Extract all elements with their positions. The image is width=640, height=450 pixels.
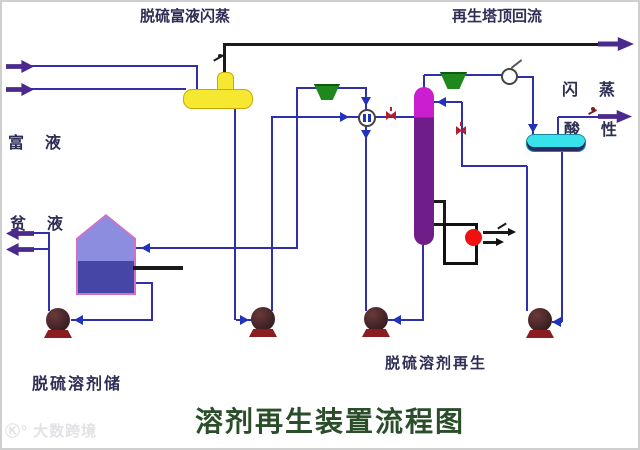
label-flash: 闪 蒸 xyxy=(562,82,619,99)
steam-arrow-1 xyxy=(508,228,516,236)
pipe-tank-inlet xyxy=(133,247,298,249)
pipe-rich-in-1-drop xyxy=(196,65,198,91)
pump-1 xyxy=(46,308,70,332)
reflux-valve xyxy=(456,126,466,135)
pipe-to-refluxdrum xyxy=(532,76,534,136)
pipe-pump2-discharge xyxy=(271,117,273,311)
flow-arrow-refluxdrum-in xyxy=(528,124,538,133)
pipe-pump4-discharge xyxy=(526,166,528,311)
label-rich-liquid: 富 液 xyxy=(8,135,65,152)
pipe-acid-out xyxy=(558,116,600,118)
reboiler-stub-mid xyxy=(433,223,445,226)
pipe-rich-in-1 xyxy=(30,65,198,67)
pump-4 xyxy=(528,308,552,332)
pipe-lean-out-2 xyxy=(32,248,50,250)
reflux-valve-stem xyxy=(460,122,462,126)
pipe-reflux-h xyxy=(461,165,527,167)
feed-valve-stem xyxy=(390,107,392,111)
flow-arrow-reflux-in xyxy=(437,97,446,107)
watermark: Ⓚ° 大数跨境 xyxy=(5,423,98,440)
regenerator-column xyxy=(414,87,434,245)
flow-arrow-pump1-in xyxy=(74,315,83,325)
reboiler-heater-circle xyxy=(465,229,482,246)
flash-drum xyxy=(183,89,253,109)
flow-arrow-exchanger-top xyxy=(361,97,371,106)
pipe-pump3-suction xyxy=(388,319,424,321)
flow-arrow-exchanger-bottom xyxy=(361,130,371,139)
exchanger-bar-left xyxy=(363,114,366,122)
pipe-pump1-discharge xyxy=(48,233,50,311)
pipe-tank-outlet-drop xyxy=(151,282,153,321)
pipe-overhead-2 xyxy=(517,76,533,78)
pump-3 xyxy=(364,307,388,331)
label-storage-tank: 脱硫溶剂储 xyxy=(32,376,123,393)
flow-arrow-pump2-in xyxy=(240,315,249,325)
vent-valve-dot xyxy=(218,54,222,58)
pipe-lean-out-1 xyxy=(32,232,50,234)
steam-arrow-2 xyxy=(496,238,504,246)
rich-in-arrow-2 xyxy=(6,83,34,96)
pipe-rich-in-2 xyxy=(30,88,186,90)
pipe-exchanger-to-pump3 xyxy=(365,126,367,311)
pump-1-base xyxy=(44,330,72,338)
pipe-acid-riser xyxy=(557,117,559,137)
pipe-pump1-suction xyxy=(71,319,152,321)
label-top-left: 脱硫富液闪蒸 xyxy=(140,8,231,25)
diagram-title: 溶剂再生装置流程图 xyxy=(194,407,465,438)
steam-line-1 xyxy=(483,231,509,234)
pipe-column-overhead-riser xyxy=(423,75,425,90)
pipe-flash-vapor-riser xyxy=(223,46,226,74)
pipe-reflux-to-column xyxy=(434,101,462,103)
cooler-funnel-1 xyxy=(314,84,340,100)
pipe-reflux-v xyxy=(461,102,463,166)
rich-in-arrow-1 xyxy=(6,60,34,73)
reflux-drum xyxy=(526,134,586,152)
cooler-funnel-2 xyxy=(440,72,467,89)
label-lean-liquid: 贫 液 xyxy=(10,216,67,233)
instrument-flag xyxy=(510,59,523,69)
pipe-refluxdrum-to-pump4 xyxy=(561,148,563,322)
storage-tank-liquid xyxy=(78,261,134,293)
overhead-instrument xyxy=(501,68,518,85)
lean-out-arrow-2 xyxy=(6,243,34,256)
acid-valve-dot xyxy=(591,107,595,111)
feed-valve xyxy=(386,111,396,120)
pipe-tank-outlet xyxy=(133,282,153,284)
pump-3-base xyxy=(362,329,390,337)
pump-4-base xyxy=(526,330,554,338)
reboiler-stub-top xyxy=(433,200,446,203)
steam-line-2 xyxy=(483,241,497,244)
reboiler-stub-drop xyxy=(443,200,446,226)
flow-arrow-tank-in xyxy=(141,243,150,253)
pipe-lean-down xyxy=(296,87,298,249)
flash-vapor-arrow xyxy=(598,37,634,51)
pump-2 xyxy=(251,307,275,331)
lean-rich-exchanger xyxy=(358,109,376,127)
tank-level-bar xyxy=(133,266,183,270)
label-regeneration: 脱硫溶剂再生 xyxy=(385,355,488,372)
pump-2-base xyxy=(249,329,277,337)
pipe-flash-vapor-header xyxy=(223,43,602,46)
pipe-column-bottom xyxy=(422,245,424,321)
pipe-flashdrum-to-pump2 xyxy=(234,107,236,320)
flow-arrow-pump4-in xyxy=(552,317,561,327)
storage-tank xyxy=(78,216,134,293)
steam-valve-tick xyxy=(497,222,507,230)
label-top-right: 再生塔顶回流 xyxy=(452,8,543,25)
flow-arrow-pump3-in xyxy=(392,315,401,325)
exchanger-bar-right xyxy=(368,114,371,122)
flow-arrow-feed xyxy=(340,112,349,122)
